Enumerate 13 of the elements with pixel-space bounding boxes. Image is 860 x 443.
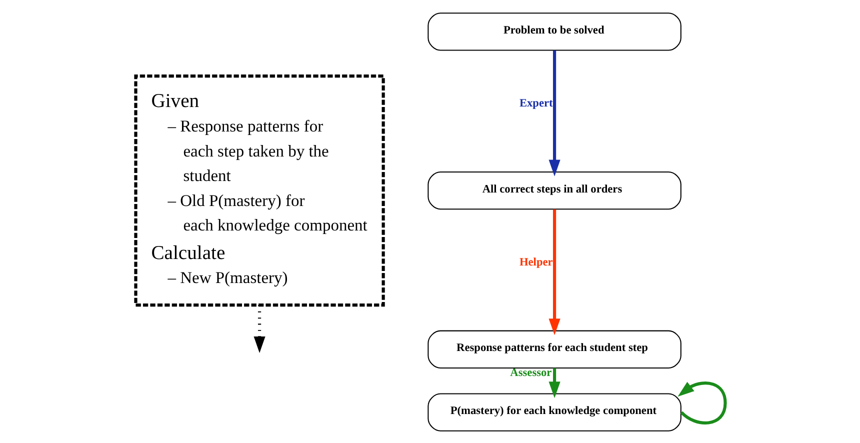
arrow	[548, 368, 560, 398]
arrow	[253, 304, 265, 352]
edge-label: Assessor	[510, 366, 552, 379]
node-box: Given – Response patterns for each step taken by the student – Old P(mastery) for each knowledge component Calculate – New P(mastery)	[134, 74, 384, 306]
edge-label: Expert	[518, 97, 552, 110]
node-box: Problem to be solved	[427, 12, 681, 50]
arrow	[548, 50, 560, 176]
node-box: P(mastery) for each knowledge component	[427, 392, 681, 431]
edge-label: Helper	[518, 256, 552, 268]
arrow	[677, 381, 726, 424]
node-box: Response patterns for each student step	[427, 330, 681, 368]
node-box: All correct steps in all orders	[427, 170, 681, 210]
arrow	[548, 208, 560, 335]
